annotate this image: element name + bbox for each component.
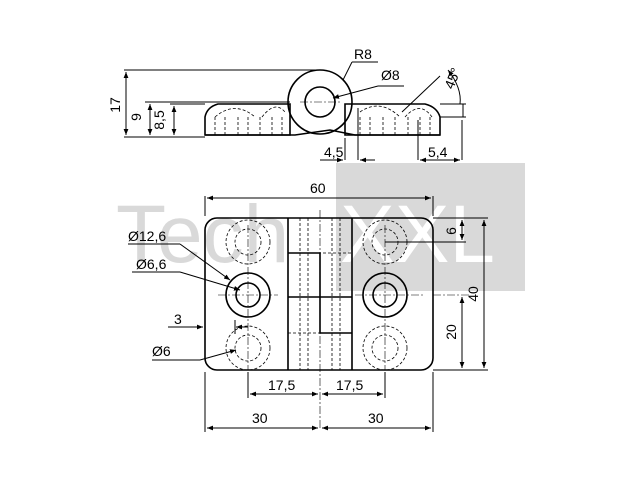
watermark-text-right: XXL	[340, 189, 495, 280]
dim-6-label: 6	[443, 227, 459, 235]
dim-40-label: 40	[465, 286, 481, 302]
bore-label: Ø8	[381, 67, 400, 83]
watermark-text-left: Tech	[116, 189, 289, 280]
side-hidden-arcs	[214, 105, 433, 118]
dim-30-right-label: 30	[368, 410, 384, 426]
dim-5-4-label: 5,4	[428, 144, 448, 160]
dia-6-6-label: Ø6,6	[136, 256, 167, 272]
dim-8-5-label: 8,5	[151, 110, 167, 130]
watermark: Tech XXL	[116, 163, 525, 291]
side-leaf-right	[344, 103, 441, 136]
angle-label: 45°	[441, 65, 464, 91]
bore-leader	[332, 85, 379, 99]
side-hidden-left	[214, 117, 283, 135]
dia-12-6-leader	[179, 243, 231, 281]
left-top-ring-hidden	[225, 219, 271, 265]
watermark-box	[336, 163, 525, 291]
knuckle-strip-edges	[287, 218, 353, 370]
dia-6-leader	[199, 349, 237, 361]
r8-label: R8	[354, 46, 372, 62]
dim-9-label: 9	[128, 113, 144, 121]
dia-12-6-label: Ø12,6	[128, 228, 166, 244]
top-view: 60 40 6 20 Ø12,6 Ø6,6 3 Ø6 17,5	[128, 180, 488, 432]
angle-arc	[447, 69, 461, 105]
dim-17-label: 17	[107, 97, 123, 113]
dim-17-5-right-label: 17,5	[336, 377, 363, 393]
left-bottom-ring-hidden	[225, 325, 271, 371]
r8-leader	[342, 61, 353, 81]
dim-3-label: 3	[174, 311, 182, 327]
dim-20-label: 20	[443, 324, 459, 340]
plate-outline	[204, 217, 434, 371]
dim-17-5-left-label: 17,5	[268, 377, 295, 393]
side-leaf-left	[204, 103, 291, 136]
knuckle-hidden-lines	[299, 218, 341, 370]
angle-line	[401, 75, 441, 113]
dim-60-label: 60	[310, 180, 326, 196]
dia-6-6-leader	[179, 271, 241, 291]
dim-30-left-label: 30	[252, 410, 268, 426]
dia-6-label: Ø6	[152, 343, 171, 359]
right-bottom-ring-hidden	[362, 325, 408, 371]
side-view: 17 9 8,5 R8 Ø8 45° 4,5 5	[107, 46, 466, 163]
side-hidden-right	[359, 117, 431, 135]
dim-4-5-label: 4,5	[324, 144, 344, 160]
